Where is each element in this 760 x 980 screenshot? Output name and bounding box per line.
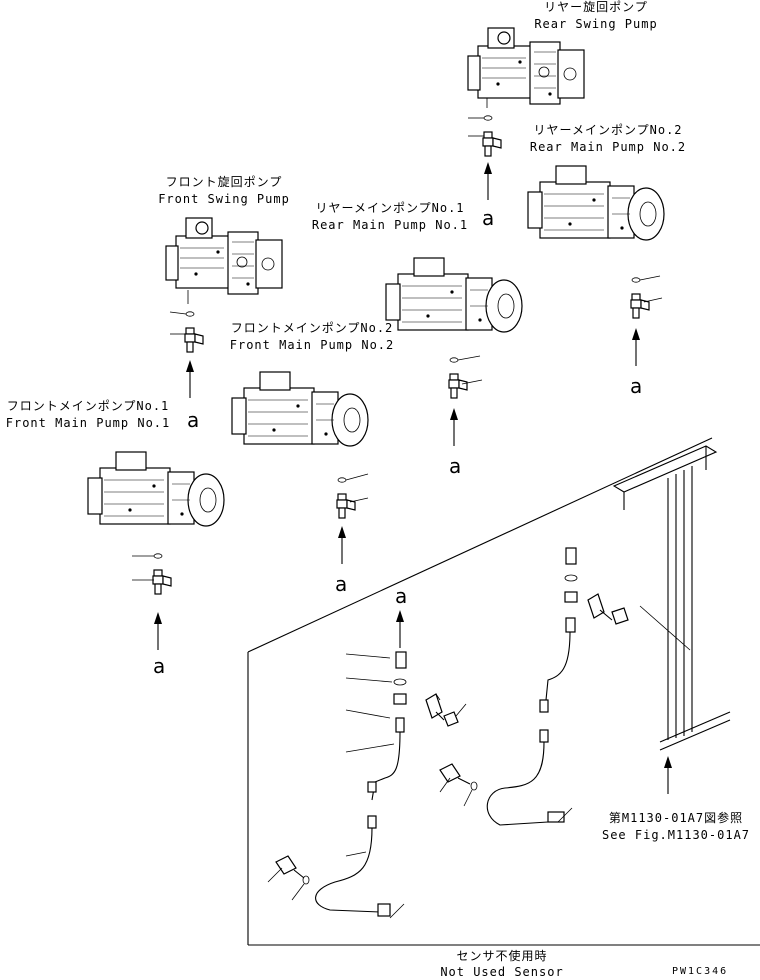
front-swing-sensor: [184, 311, 204, 353]
front-swing-pump-label-jp: フロント旋回ポンプ: [165, 175, 283, 189]
detail-sensor-right: [439, 547, 629, 826]
see-fig-label-jp: 第M1130-01A7図参照: [608, 811, 744, 825]
rear-main-pump-no2: [527, 165, 665, 241]
callout-a: a: [482, 206, 495, 230]
see-fig-label-en: See Fig.M1130-01A7: [601, 828, 751, 842]
front-main-pump-no2-label-en: Front Main Pump No.2: [229, 338, 395, 352]
callout-a: a: [187, 408, 200, 432]
front-main-pump-no1-label-jp: フロントメインポンプNo.1: [6, 399, 170, 413]
frame-structure: [612, 445, 731, 751]
front-main-pump-no2: [231, 371, 369, 447]
rear-swing-pump-label-en: Rear Swing Pump: [534, 17, 658, 31]
rear-main-pump-no2-label-en: Rear Main Pump No.2: [529, 140, 687, 154]
rear-main-pump-no2-sensor: [630, 277, 650, 319]
front-main-pump-no1-sensor: [152, 553, 172, 595]
rear-swing-pump-label-jp: リヤー旋回ポンプ: [544, 0, 648, 14]
rear-main-pump-no1-label-jp: リヤーメインポンプNo.1: [315, 201, 465, 215]
front-main-pump-no2-label-jp: フロントメインポンプNo.2: [230, 321, 394, 335]
rear-main-pump-no2-label-jp: リヤーメインポンプNo.2: [533, 123, 683, 137]
rear-main-pump-no1-sensor: [448, 357, 468, 399]
callout-a: a: [449, 454, 462, 478]
rear-swing-sensor: [482, 115, 502, 157]
callout-a: a: [335, 572, 348, 596]
detail-sensor-left: [275, 651, 459, 917]
front-main-pump-no2-sensor: [336, 477, 356, 519]
rear-main-pump-no1-label-en: Rear Main Pump No.1: [311, 218, 469, 232]
front-swing-pump: [165, 217, 283, 295]
rear-swing-pump: [467, 27, 585, 105]
drawing-code: PW1C346: [672, 966, 729, 977]
rear-main-pump-no1: [385, 257, 523, 333]
front-swing-pump-label-en: Front Swing Pump: [158, 192, 290, 206]
callout-a: a: [395, 584, 408, 608]
callout-a: a: [630, 374, 643, 398]
front-main-pump-no1-label-en: Front Main Pump No.1: [5, 416, 171, 430]
not-used-sensor-label-jp: センサ不使用時: [456, 949, 548, 963]
not-used-sensor-label-en: Not Used Sensor: [440, 965, 564, 979]
callout-a: a: [153, 654, 166, 678]
front-main-pump-no1: [87, 451, 225, 527]
